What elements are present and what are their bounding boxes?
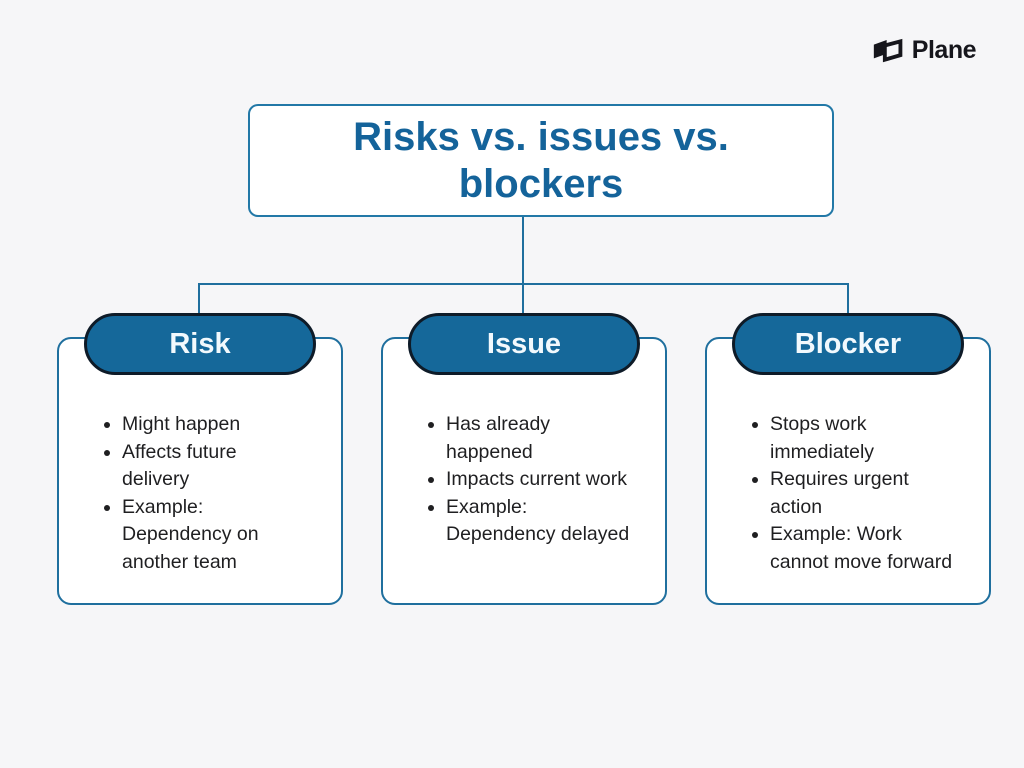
node-card-issue: Issue Has already happenedImpacts curren… xyxy=(381,313,667,605)
bullet-item: Example: Work cannot move forward xyxy=(770,521,962,576)
node-header-risk: Risk xyxy=(84,313,316,375)
connector-blocker-vertical xyxy=(847,284,849,315)
node-header-blocker: Blocker xyxy=(732,313,964,375)
node-body-risk: Might happenAffects future deliveryExamp… xyxy=(59,339,341,576)
bullet-list-risk: Might happenAffects future deliveryExamp… xyxy=(59,411,280,576)
plane-logo-icon xyxy=(872,37,905,65)
node-label-issue: Issue xyxy=(486,327,562,360)
node-label-risk: Risk xyxy=(169,327,231,360)
connector-root-vertical xyxy=(522,217,524,284)
node-header-issue: Issue xyxy=(408,313,640,375)
brand-logo: Plane xyxy=(872,36,977,65)
node-label-blocker: Blocker xyxy=(794,327,902,360)
bullet-list-issue: Has already happenedImpacts current work… xyxy=(383,411,638,549)
node-card-blocker: Blocker Stops work immediatelyRequires u… xyxy=(705,313,991,605)
bullet-item: Affects future delivery xyxy=(122,439,280,494)
brand-name: Plane xyxy=(911,36,977,64)
page-title: Risks vs. issues vs. blockers xyxy=(353,114,729,206)
connector-risk-vertical xyxy=(198,284,200,315)
bullet-item: Stops work immediately xyxy=(770,411,962,466)
bullet-item: Example: Dependency on another team xyxy=(122,494,280,577)
node-body-blocker: Stops work immediatelyRequires urgent ac… xyxy=(707,339,989,576)
bullet-list-blocker: Stops work immediatelyRequires urgent ac… xyxy=(707,411,962,576)
bullet-item: Example: Dependency delayed xyxy=(446,494,638,549)
diagram-title-node: Risks vs. issues vs. blockers xyxy=(248,104,834,217)
connector-issue-vertical xyxy=(522,284,524,315)
bullet-item: Impacts current work xyxy=(446,466,638,494)
node-body-issue: Has already happenedImpacts current work… xyxy=(383,339,665,549)
bullet-item: Has already happened xyxy=(446,411,638,466)
bullet-item: Might happen xyxy=(122,411,280,439)
bullet-item: Requires urgent action xyxy=(770,466,962,521)
node-card-risk: Risk Might happenAffects future delivery… xyxy=(57,313,343,605)
